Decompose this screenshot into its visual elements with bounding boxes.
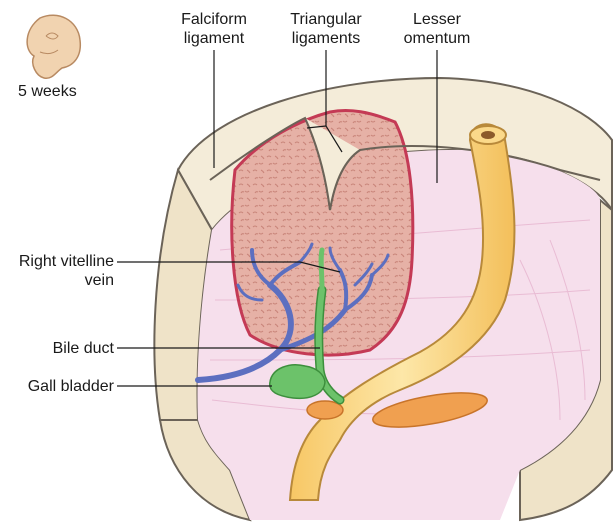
falciform-line1: Falciform [164, 10, 264, 29]
right-vitelline-line2: vein [2, 271, 114, 290]
falciform-ligament-label: Falciform ligament [164, 10, 264, 48]
gall-bladder [270, 365, 325, 399]
triangular-ligaments-label: Triangular ligaments [270, 10, 382, 48]
falciform-line2: ligament [164, 29, 264, 48]
lesser-omentum-label: Lesser omentum [392, 10, 482, 48]
bile-duct-label: Bile duct [2, 339, 114, 358]
gall-bladder-label: Gall bladder [2, 377, 114, 396]
right-vitelline-line1: Right vitelline [2, 252, 114, 271]
right-vitelline-vein-label: Right vitelline vein [2, 252, 114, 290]
lesser-omentum-line1: Lesser [392, 10, 482, 29]
lesser-omentum-line2: omentum [392, 29, 482, 48]
triangular-line2: ligaments [270, 29, 382, 48]
embryo-icon [27, 15, 80, 78]
triangular-line1: Triangular [270, 10, 382, 29]
stage-label: 5 weeks [18, 82, 77, 101]
oesophagus-lumen-center [481, 131, 495, 139]
